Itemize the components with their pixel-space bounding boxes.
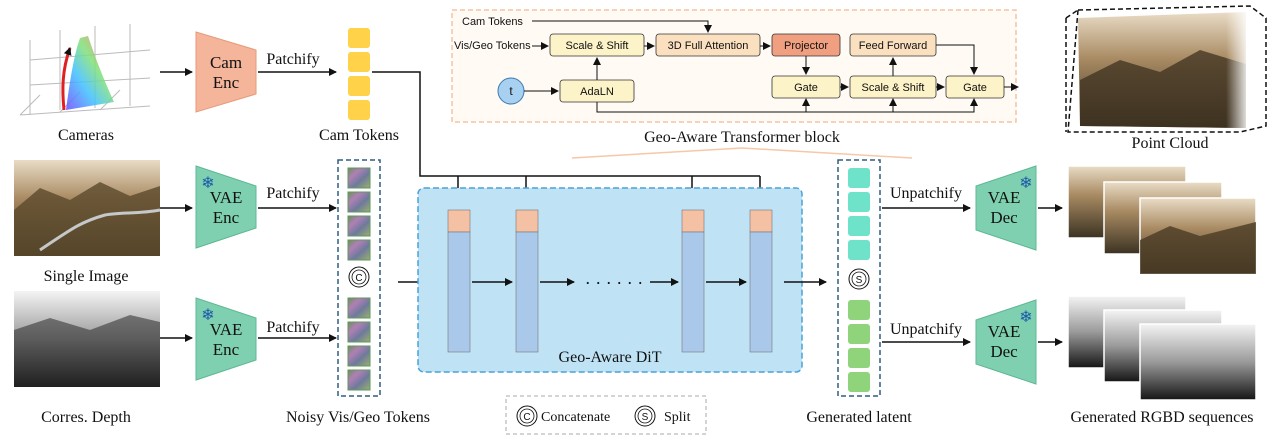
noisy-tokens-label: Noisy Vis/Geo Tokens [286, 409, 430, 426]
depth-sequence-stack [1067, 295, 1257, 401]
generated-latent-label: Generated latent [806, 409, 912, 426]
unpatchify-label-2: Unpatchify [890, 321, 962, 338]
svg-text:Gate: Gate [963, 82, 987, 94]
block-cam-tokens-input: Cam Tokens [462, 16, 523, 28]
svg-text:C: C [523, 412, 530, 423]
svg-text:VAE: VAE [210, 188, 243, 207]
svg-text:Gate: Gate [794, 82, 818, 94]
cam-tokens-label: Cam Tokens [319, 127, 399, 144]
transformer-block-title: Geo-Aware Transformer block [644, 129, 840, 146]
point-cloud-figure [1065, 5, 1267, 133]
svg-text:VAE: VAE [210, 320, 243, 339]
rgbd-sequences-label: Generated RGBD sequences [1070, 409, 1253, 426]
svg-text:Enc: Enc [213, 340, 240, 359]
legend-box [505, 395, 707, 435]
svg-text:AdaLN: AdaLN [580, 86, 614, 98]
svg-text:Scale & Shift: Scale & Shift [566, 40, 629, 52]
latent-frame [837, 159, 881, 397]
svg-text:Scale & Shift: Scale & Shift [862, 82, 925, 94]
block-visgeo-tokens-input: Vis/Geo Tokens [454, 40, 531, 52]
noisy-vis-tokens [347, 167, 371, 261]
patchify-label-cam: Patchify [266, 51, 319, 68]
single-image-thumbnail [14, 160, 161, 256]
vae-enc-block-2: VAE Enc ❄ [195, 297, 257, 381]
dit-column-4 [749, 209, 773, 353]
svg-text:S: S [856, 275, 863, 286]
svg-text:3D Full Attention: 3D Full Attention [668, 40, 749, 52]
cameras-figure [14, 24, 158, 122]
cam-enc-label-2: Enc [213, 73, 240, 92]
svg-text:S: S [642, 412, 649, 423]
dit-ellipsis: · · · · · · [585, 273, 643, 293]
legend-concatenate-label: Concatenate [541, 410, 610, 425]
svg-text:VAE: VAE [988, 188, 1021, 207]
vae-dec-block-1: VAE Dec ❄ [975, 165, 1037, 251]
dit-column-1 [447, 209, 471, 353]
point-cloud-label: Point Cloud [1132, 135, 1209, 152]
frozen-snowflake-icon: ❄ [1019, 309, 1032, 326]
frozen-snowflake-icon: ❄ [201, 175, 214, 192]
cam-enc-block: Cam Enc [195, 31, 257, 113]
frozen-snowflake-icon: ❄ [201, 307, 214, 324]
cam-token-route [372, 71, 760, 177]
latent-vis-tokens [848, 168, 870, 260]
svg-text:VAE: VAE [988, 322, 1021, 341]
full-attention-node [655, 33, 761, 57]
geo-aware-dit [417, 187, 803, 373]
legend-split-label: Split [664, 410, 691, 425]
cam-enc-label-1: Cam [210, 53, 242, 72]
svg-text:C: C [355, 273, 362, 284]
noisy-tokens-frame [337, 159, 381, 397]
vae-enc-block-1: VAE Enc ❄ [195, 165, 257, 249]
cam-tokens-stack [348, 28, 370, 120]
unpatchify-label-1: Unpatchify [890, 185, 962, 202]
svg-text:Dec: Dec [990, 208, 1018, 227]
svg-text:Projector: Projector [784, 40, 828, 52]
patchify-label-depth: Patchify [266, 319, 319, 336]
depth-thumbnail [14, 291, 160, 387]
svg-text:Enc: Enc [213, 208, 240, 227]
noisy-geo-tokens [347, 297, 371, 391]
latent-geo-tokens [848, 300, 870, 392]
dit-column-2 [515, 209, 539, 353]
dit-column-3 [681, 209, 705, 353]
dit-label: Geo-Aware DiT [559, 349, 662, 366]
svg-text:Dec: Dec [990, 342, 1018, 361]
patchify-label-image: Patchify [266, 185, 319, 202]
block-zoom-connector [571, 147, 913, 159]
svg-text:t: t [509, 84, 513, 98]
vae-dec-block-2: VAE Dec ❄ [975, 299, 1037, 385]
cameras-label: Cameras [58, 127, 114, 144]
svg-text:Feed Forward: Feed Forward [859, 40, 927, 52]
single-image-label: Single Image [44, 268, 129, 285]
scale-shift-node-1 [549, 33, 645, 57]
transformer-block-frame [451, 9, 1017, 123]
depth-label: Corres. Depth [41, 409, 131, 426]
rgb-sequence-stack [1067, 165, 1257, 275]
frozen-snowflake-icon: ❄ [1019, 175, 1032, 192]
